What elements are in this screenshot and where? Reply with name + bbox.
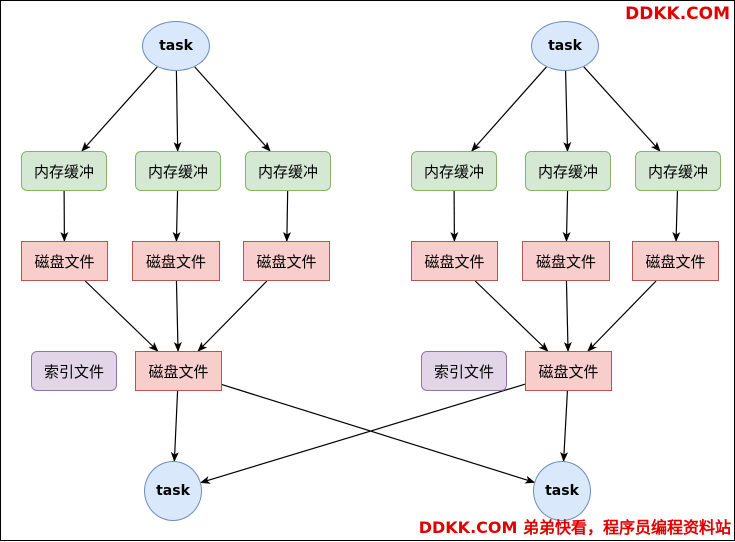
edge-arrow-task_top_right-to-buffer_r2	[566, 71, 568, 151]
merged-disk-file-right: 磁盘文件	[525, 351, 612, 391]
index-file-right: 索引文件	[421, 351, 507, 391]
merged-disk-file-left: 磁盘文件	[135, 351, 222, 391]
edge-arrow-buffer_l3-to-disk_l3	[287, 191, 288, 241]
edge-arrow-disk_l2-to-merged_left	[176, 281, 178, 351]
edge-arrow-disk_l1-to-merged_left	[85, 281, 158, 351]
disk-file-left-2: 磁盘文件	[132, 241, 220, 281]
watermark-top: DDKK.COM	[625, 4, 730, 24]
memory-buffer-right-2: 内存缓冲	[525, 151, 611, 191]
memory-buffer-left-3: 内存缓冲	[245, 151, 331, 191]
index-file-left: 索引文件	[31, 351, 117, 391]
edge-arrow-merged_left-to-task_bottom_right	[222, 385, 534, 483]
edge-arrow-task_top_left-to-buffer_l1	[82, 67, 157, 151]
disk-file-right-3: 磁盘文件	[632, 241, 719, 281]
edge-arrow-buffer_r2-to-disk_r2	[566, 191, 567, 241]
edge-arrow-task_top_left-to-buffer_l2	[176, 71, 177, 151]
disk-file-left-3: 磁盘文件	[243, 241, 330, 281]
edge-arrow-task_top_right-to-buffer_r3	[584, 67, 660, 151]
disk-file-right-1: 磁盘文件	[411, 241, 498, 281]
memory-buffer-right-1: 内存缓冲	[411, 151, 497, 191]
edge-arrow-task_top_left-to-buffer_l3	[195, 67, 270, 151]
memory-buffer-left-2: 内存缓冲	[135, 151, 221, 191]
edge-arrow-buffer_l2-to-disk_l2	[176, 191, 177, 241]
edge-arrow-merged_right-to-task_bottom_left	[201, 384, 525, 482]
edge-arrow-disk_r1-to-merged_right	[475, 281, 548, 351]
task-bottom-right-node: task	[533, 461, 591, 521]
edge-arrow-disk_r3-to-merged_right	[588, 281, 656, 351]
edge-arrow-task_top_right-to-buffer_r1	[472, 67, 547, 151]
disk-file-right-2: 磁盘文件	[522, 241, 610, 281]
task-top-right-node: task	[531, 21, 599, 71]
watermark-bottom: DDKK.COM 弟弟快看，程序员编程资料站	[419, 514, 731, 538]
disk-file-left-1: 磁盘文件	[21, 241, 108, 281]
edge-arrow-disk_r2-to-merged_right	[566, 281, 568, 351]
edge-arrow-buffer_r3-to-disk_r3	[676, 191, 677, 241]
memory-buffer-left-1: 内存缓冲	[21, 151, 107, 191]
edge-arrow-disk_l3-to-merged_left	[198, 281, 267, 351]
edge-arrow-merged_left-to-task_bottom_left	[174, 391, 177, 461]
task-top-left-node: task	[142, 21, 210, 71]
memory-buffer-right-3: 内存缓冲	[635, 151, 721, 191]
edge-arrow-merged_right-to-task_bottom_right	[564, 391, 568, 461]
task-bottom-left-node: task	[144, 461, 202, 521]
